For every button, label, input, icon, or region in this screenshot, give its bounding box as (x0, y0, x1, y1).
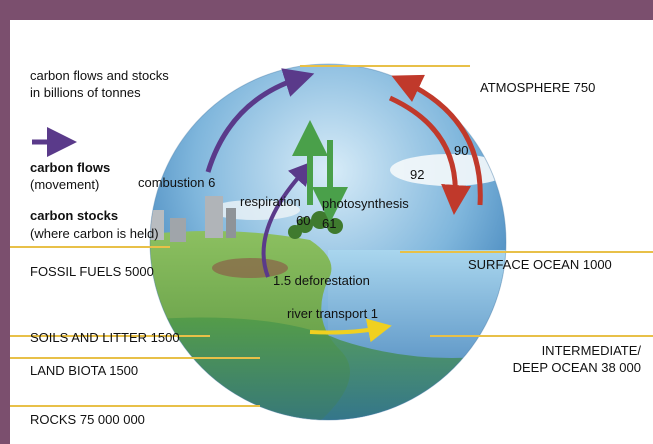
units-line-1: carbon flows and stocks (30, 68, 169, 83)
flow-photosynthesis-label: photosynthesis (322, 196, 409, 211)
flow-deforestation: 1.5 deforestation (273, 273, 370, 288)
flow-respiration-value: 60 (296, 213, 311, 228)
globe (150, 64, 506, 420)
flow-combustion: combustion 6 (138, 175, 216, 190)
units-line-2: in billions of tonnes (30, 85, 141, 100)
flow-respiration-label: respiration (240, 194, 301, 209)
stock-land-biota: LAND BIOTA 1500 (30, 363, 139, 378)
combustion-arrow (205, 68, 315, 173)
stock-soils-litter: SOILS AND LITTER 1500 (30, 330, 180, 345)
flow-ocean-uptake: 92 (410, 167, 425, 182)
carbon-cycle-diagram: carbon flows and stocks in billions of t… (10, 20, 653, 444)
stock-surface-ocean: SURFACE OCEAN 1000 (468, 257, 612, 272)
legend-stocks-subtitle: (where carbon is held) (30, 226, 159, 241)
stock-deep-ocean-line-2: DEEP OCEAN 38 000 (512, 360, 641, 375)
diagram-graphics (10, 63, 653, 421)
stock-leader-lines (10, 65, 653, 407)
legend-flows-title: carbon flows (30, 160, 111, 175)
river-transport-arrow (309, 318, 392, 343)
legend-flows-subtitle: (movement) (30, 177, 100, 192)
legend-stocks-title: carbon stocks (30, 208, 119, 223)
stock-deep-ocean-line-1: INTERMEDIATE/ (541, 343, 641, 358)
flow-ocean-release: 90 (454, 143, 469, 158)
deforestation-arrow (261, 161, 314, 278)
stock-rocks: ROCKS 75 000 000 (30, 412, 145, 427)
stock-atmosphere: ATMOSPHERE 750 (480, 80, 596, 95)
stock-fossil-fuels: FOSSIL FUELS 5000 (30, 264, 154, 279)
ocean-release-arrow (391, 74, 483, 206)
ocean-uptake-arrow (388, 95, 472, 215)
flow-river-transport: river transport 1 (287, 306, 379, 321)
flow-photosynthesis-value: 61 (322, 216, 337, 231)
